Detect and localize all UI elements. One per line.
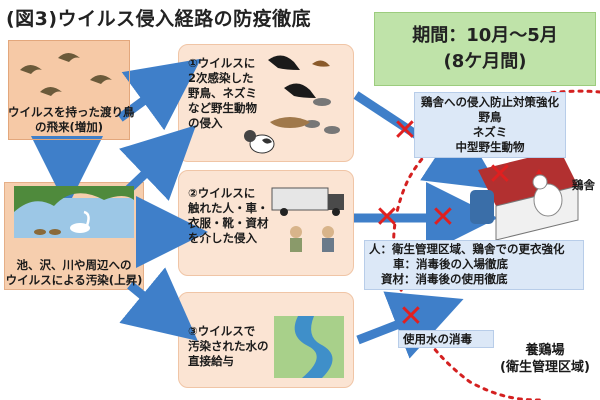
chicken-icon <box>532 169 563 217</box>
route3-text: ③ウイルスで 汚染された水の 直接給与 <box>188 324 269 368</box>
route2-text: ②ウイルスに 触れた人・車・ 衣服・靴・資材 を介した侵入 <box>188 186 269 245</box>
arrow-pond-to-route3 <box>119 267 198 341</box>
truck-icon <box>271 187 344 216</box>
henhouse-label: 鶏舎 <box>572 178 595 192</box>
crows-icon <box>268 55 330 98</box>
person-icon <box>290 226 334 252</box>
period-months: 期間：10月〜5月 <box>412 25 558 46</box>
measure-water-box: 使用水の消毒 <box>398 330 494 348</box>
stream-icon <box>274 316 344 378</box>
measure-hygiene-vehicles: 車：消毒後の入場徹底 <box>393 257 508 271</box>
water-tank-icon <box>470 190 494 224</box>
cross-mark-icon: ✕ <box>430 200 456 235</box>
period-duration: (8ケ月間) <box>443 51 527 72</box>
measure-intrusion-box: 鶏舎への侵入防止対策強化 野鳥 ネズミ 中型野生動物 <box>414 92 566 158</box>
cross-mark-icon: ✕ <box>392 113 418 148</box>
cross-mark-icon: ✕ <box>374 200 400 235</box>
cat-icon <box>244 130 275 154</box>
cross-mark-icon: ✕ <box>398 299 424 334</box>
route1-text: ①ウイルスに 2次感染した 野鳥、ネズミ など野生動物 の侵入 <box>188 56 257 130</box>
measure-hygiene-materials: 資材：消毒後の使用徹底 <box>381 272 508 286</box>
weasel-icon <box>270 117 310 128</box>
measure-intrusion-item: ネズミ <box>472 125 508 139</box>
rats-icon <box>304 98 340 134</box>
measure-intrusion-item: 野鳥 <box>478 110 502 124</box>
source-birds-text: ウイルスを持った渡り鳥 の飛来(増加) <box>8 105 135 134</box>
arrow-route3-to-farm <box>356 291 464 359</box>
measure-hygiene-people: 人：衛生管理区域、鶏舎での更衣強化 <box>369 242 565 256</box>
source-birds-box <box>8 40 130 140</box>
pond-contamination-text: 池、沢、川や周辺への ウイルスによる汚染(上昇) <box>5 258 143 287</box>
figure-title: (図3)ウイルス侵入経路の防疫徹底 <box>6 8 312 30</box>
farm-label: 養鶏場 (衛生管理区域) <box>500 343 590 375</box>
pond-swans-icon <box>14 186 134 238</box>
measure-intrusion-item: 中型野生動物 <box>455 140 525 154</box>
measure-intrusion-heading: 鶏舎への侵入防止対策強化 <box>421 95 559 109</box>
arrow-pond-to-route1 <box>119 125 197 201</box>
measure-hygiene-box: 人：衛生管理区域、鶏舎での更衣強化 車：消毒後の入場徹底 資材：消毒後の使用徹底 <box>364 240 584 290</box>
period-box: 期間：10月〜5月 (8ケ月間) <box>374 12 596 86</box>
arrow-birds-to-route1 <box>117 58 202 131</box>
cross-mark-icon: ✕ <box>487 157 513 192</box>
migratory-birds-icon <box>20 53 112 96</box>
